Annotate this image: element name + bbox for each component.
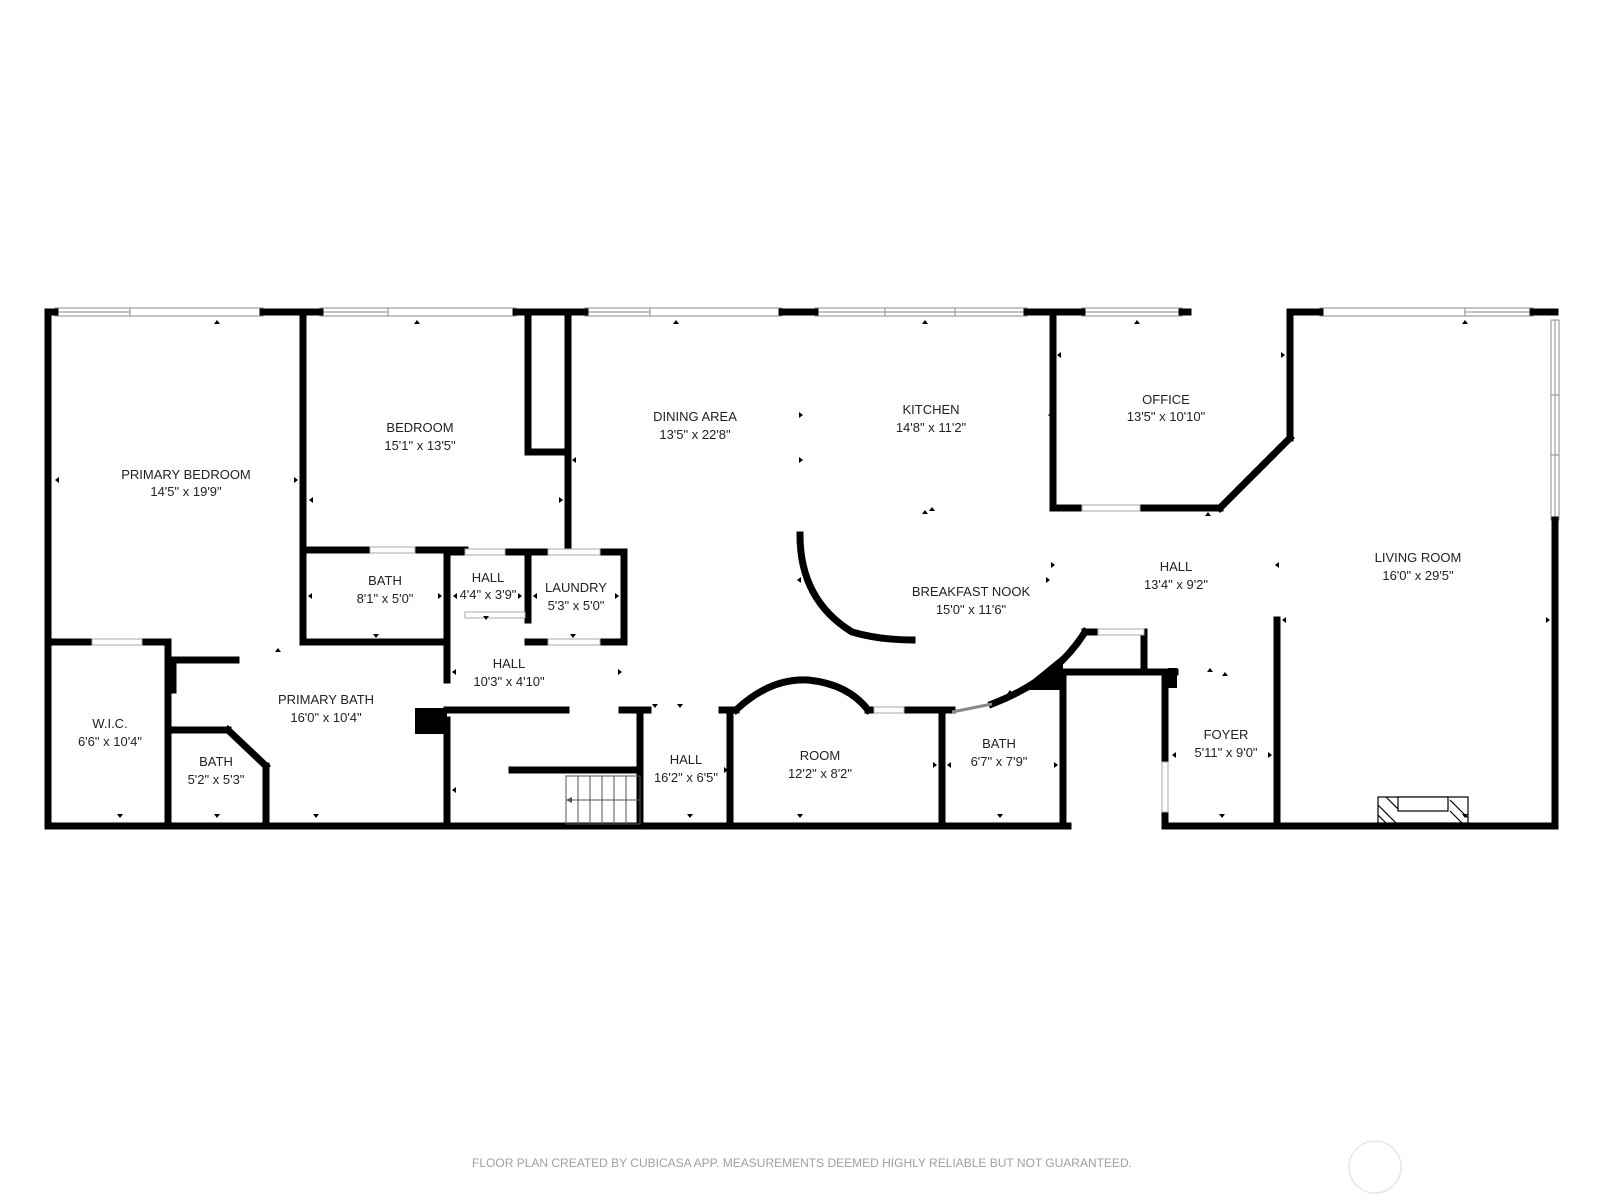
room-name-bath-small: BATH (199, 754, 233, 769)
room-dims-bath-small: 5'2" x 5'3" (188, 772, 245, 787)
room-dims-hall-center: 13'4" x 9'2" (1144, 577, 1208, 592)
room-name-primary-bedroom: PRIMARY BEDROOM (121, 467, 251, 482)
door-markings (91, 504, 1169, 813)
room-name-wic: W.I.C. (92, 716, 127, 731)
room-dims-bedroom: 15'1" x 13'5" (384, 438, 456, 453)
room-name-office: OFFICE (1142, 392, 1190, 407)
room-dims-laundry: 5'3" x 5'0" (548, 598, 605, 613)
room-dims-breakfast-nook: 15'0" x 11'6" (936, 602, 1007, 617)
room-dims-bath-upper: 8'1" x 5'0" (357, 591, 414, 606)
stairs (565, 775, 641, 825)
room-name-hall-small: HALL (472, 570, 505, 585)
room-name-kitchen: KITCHEN (902, 402, 959, 417)
room-dims-dining-area: 13'5" x 22'8" (659, 427, 731, 442)
room-dims-hall-stairs: 16'2" x 6'5" (654, 770, 718, 785)
interior-walls (44, 308, 1295, 830)
room-name-living-room: LIVING ROOM (1375, 550, 1462, 565)
compass-icon (1348, 1140, 1402, 1194)
room-name-breakfast-nook: BREAKFAST NOOK (912, 584, 1031, 599)
room-dims-foyer: 5'11" x 9'0" (1194, 745, 1257, 760)
dimension-markers (55, 320, 1550, 818)
room-name-bath-lower: BATH (982, 736, 1016, 751)
room-dims-primary-bath: 16'0" x 10'4" (290, 710, 362, 725)
room-dims-office: 13'5" x 10'10" (1127, 409, 1206, 424)
room-dims-living-room: 16'0" x 29'5" (1382, 568, 1454, 583)
room-dims-primary-bedroom: 14'5" x 19'9" (150, 484, 222, 499)
room-name-laundry: LAUNDRY (545, 580, 607, 595)
room-dims-bath-lower: 6'7" x 7'9" (971, 754, 1028, 769)
room-name-dining-area: DINING AREA (653, 409, 737, 424)
room-name-primary-bath: PRIMARY BATH (278, 692, 374, 707)
room-dims-hall-lower: 10'3" x 4'10" (473, 674, 545, 689)
room-name-room: ROOM (800, 748, 840, 763)
room-name-bedroom: BEDROOM (386, 420, 453, 435)
room-dims-room: 12'2" x 8'2" (788, 766, 852, 781)
room-name-bath-upper: BATH (368, 573, 402, 588)
room-dims-kitchen: 14'8" x 11'2" (896, 420, 967, 435)
fireplace (1377, 796, 1469, 824)
room-name-hall-stairs: HALL (670, 752, 703, 767)
room-name-hall-center: HALL (1160, 559, 1193, 574)
footer-disclaimer: FLOOR PLAN CREATED BY CUBICASA APP. MEAS… (472, 1156, 1132, 1170)
windows (54, 307, 1560, 521)
room-dims-hall-small: 4'4" x 3'9" (460, 587, 517, 602)
room-name-foyer: FOYER (1204, 727, 1249, 742)
room-labels: PRIMARY BEDROOM 14'5" x 19'9" BEDROOM 15… (78, 392, 1461, 787)
room-dims-wic: 6'6" x 10'4" (78, 734, 142, 749)
room-name-hall-lower: HALL (493, 656, 526, 671)
